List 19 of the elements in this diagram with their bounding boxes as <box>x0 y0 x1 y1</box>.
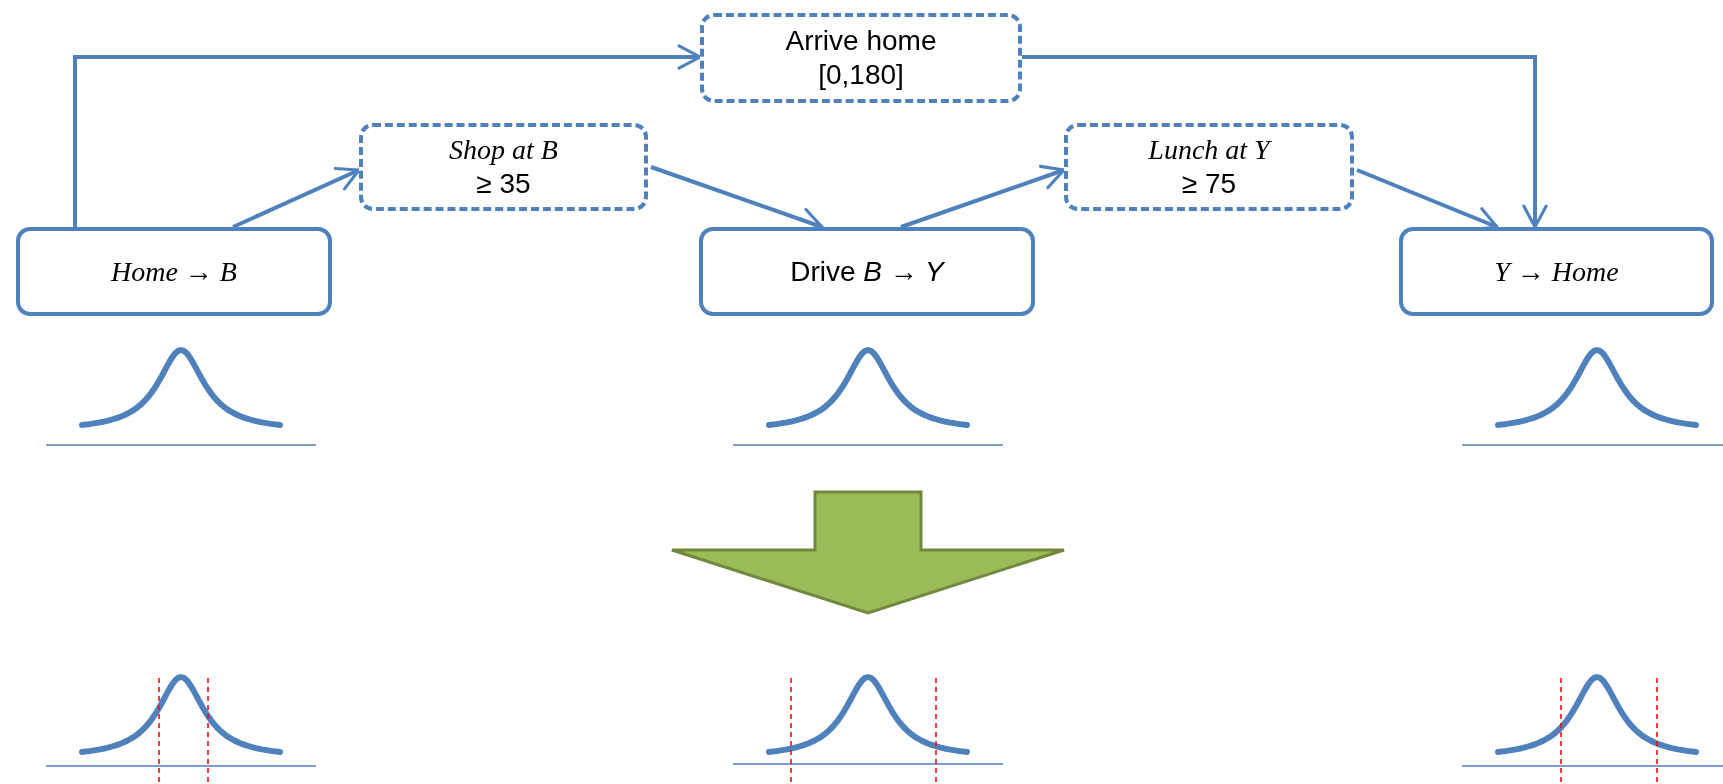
constraint-box <box>700 13 1022 103</box>
node-text: Shop at B <box>449 133 558 167</box>
arrow <box>900 164 1066 229</box>
activity-box <box>16 227 332 316</box>
arrow <box>73 44 702 227</box>
node-text: Arrive home <box>785 24 937 58</box>
arrow <box>232 166 361 229</box>
constraint-box <box>1064 123 1354 211</box>
node-text: ≥ 35 <box>476 167 531 201</box>
node-text: Home → B <box>111 254 237 289</box>
node-text: [0,180] <box>818 58 904 92</box>
arrow <box>1022 55 1548 229</box>
constraint-box <box>359 123 648 211</box>
node-text: ≥ 75 <box>1181 167 1237 201</box>
node-text: Y → Home <box>1494 254 1619 289</box>
node-text: Lunch at Y <box>1148 133 1270 167</box>
activity-box <box>1399 227 1714 316</box>
node-text: Drive B → Y <box>790 254 944 289</box>
activity-box <box>699 227 1035 316</box>
